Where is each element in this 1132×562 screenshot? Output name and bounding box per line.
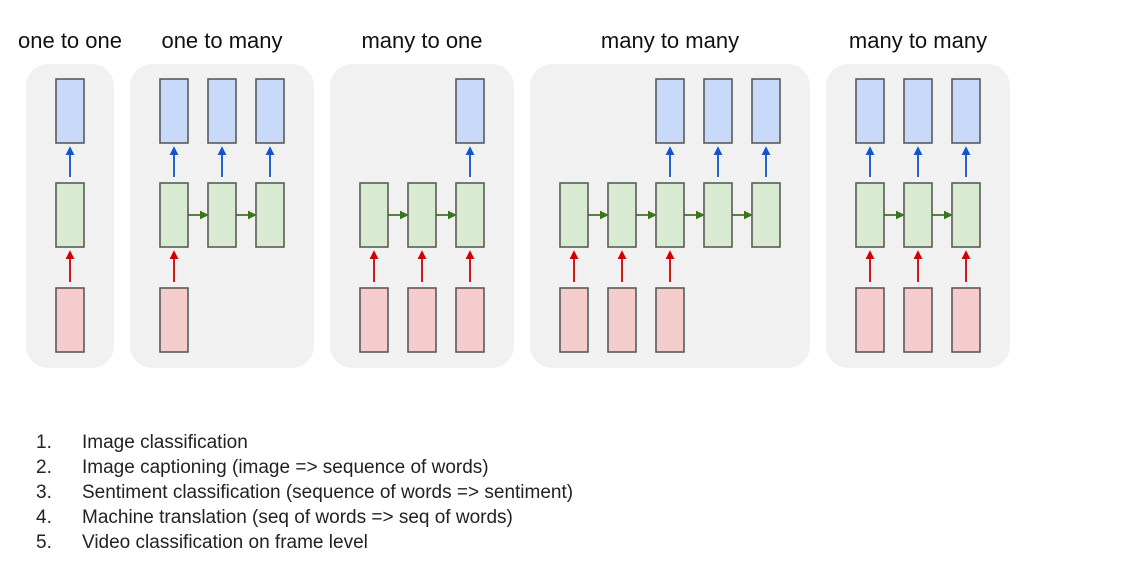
output-box (751, 78, 781, 144)
output-box (655, 78, 685, 144)
rnn-diagram: one to one one to many many to one many to … (18, 28, 1010, 368)
hidden-state-box (255, 182, 285, 248)
panel-title: one to many (161, 28, 282, 53)
list-item-number: 5. (36, 532, 52, 553)
list-item-number: 4. (36, 507, 52, 528)
panel-title: many to many (849, 28, 987, 53)
list-item-text: Video classification on frame level (82, 532, 368, 553)
list-item: 1. Image classification (36, 430, 573, 455)
input-box (407, 287, 437, 353)
hidden-state-box (751, 182, 781, 248)
rnn-panel (530, 64, 810, 368)
output-box (903, 78, 933, 144)
list-item: 4. Machine translation (seq of words => s… (36, 505, 573, 530)
input-box (559, 287, 589, 353)
list-item-number: 2. (36, 457, 52, 478)
hidden-state-box (207, 182, 237, 248)
panel-title: many to many (601, 28, 739, 53)
input-box (951, 287, 981, 353)
output-box (255, 78, 285, 144)
panel-title: one to one (18, 28, 122, 53)
list-item-text: Sentiment classification (sequence of wo… (82, 482, 574, 503)
input-box (655, 287, 685, 353)
rnn-panel (26, 64, 114, 368)
input-box (455, 287, 485, 353)
hidden-state-box (607, 182, 637, 248)
output-box (159, 78, 189, 144)
list-item-text: Image captioning (image => sequence of w… (82, 457, 489, 478)
output-box (55, 78, 85, 144)
hidden-state-box (455, 182, 485, 248)
input-box (607, 287, 637, 353)
output-box (455, 78, 485, 144)
list-item: 2. Image captioning (image => sequence of… (36, 455, 573, 480)
rnn-panel (330, 64, 514, 368)
hidden-state-box (407, 182, 437, 248)
hidden-state-box (855, 182, 885, 248)
hidden-state-box (159, 182, 189, 248)
use-case-list: 1. Image classification 2. Image captionin… (36, 430, 573, 555)
hidden-state-box (559, 182, 589, 248)
input-box (359, 287, 389, 353)
rnn-panel (826, 64, 1010, 368)
input-box (903, 287, 933, 353)
hidden-state-box (951, 182, 981, 248)
output-box (951, 78, 981, 144)
input-box (55, 287, 85, 353)
hidden-state-box (359, 182, 389, 248)
input-box (159, 287, 189, 353)
hidden-state-box (655, 182, 685, 248)
list-item: 3. Sentiment classification (sequence of … (36, 480, 573, 505)
hidden-state-box (703, 182, 733, 248)
list-item-text: Machine translation (seq of words => seq… (82, 507, 513, 528)
output-box (207, 78, 237, 144)
input-box (855, 287, 885, 353)
output-box (855, 78, 885, 144)
hidden-state-box (55, 182, 85, 248)
hidden-state-box (903, 182, 933, 248)
list-item: 5. Video classification on frame level (36, 530, 573, 555)
list-item-number: 3. (36, 482, 52, 503)
rnn-panel (130, 64, 314, 368)
list-item-number: 1. (36, 432, 52, 453)
list-item-text: Image classification (82, 432, 248, 453)
panel-title: many to one (361, 28, 482, 53)
output-box (703, 78, 733, 144)
